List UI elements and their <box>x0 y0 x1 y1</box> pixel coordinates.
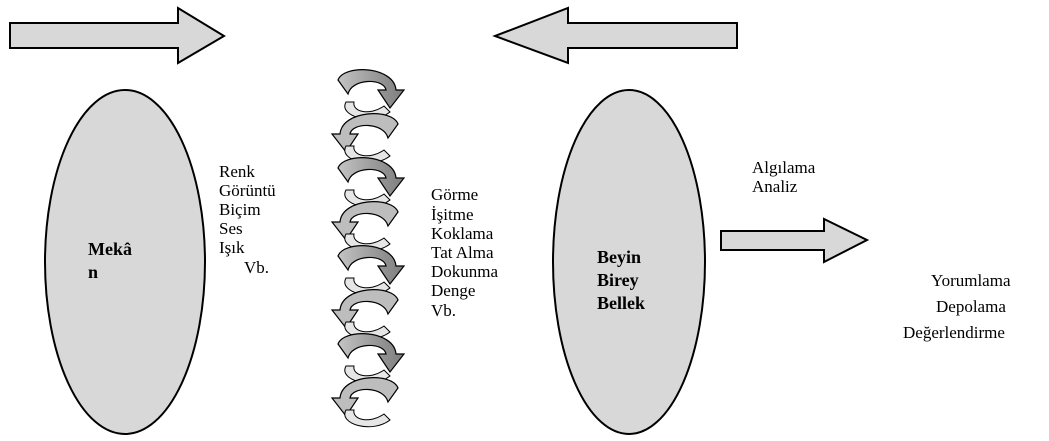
memory-label: Bellek <box>597 292 645 315</box>
top-right-arrow <box>10 8 224 63</box>
space-label-line1: Mekâ <box>88 238 132 261</box>
sense-touch: Dokunma <box>431 262 498 281</box>
stimulus-light: Işık <box>219 238 245 257</box>
chain-segment-arrow <box>332 202 398 240</box>
stimulus-image: Görüntü <box>219 181 276 200</box>
chain-segment-arrow <box>332 114 398 152</box>
outcome-interpretation: Yorumlama <box>931 271 1011 290</box>
chain-segment-back <box>345 410 390 427</box>
sensory-chain <box>332 70 404 427</box>
stimulus-etc: Vb. <box>244 258 269 277</box>
sense-smell: Koklama <box>431 224 493 243</box>
brain-label: Beyin <box>597 246 641 269</box>
stimulus-color: Renk <box>219 162 255 181</box>
analysis-label: Analiz <box>752 177 797 196</box>
stimulus-sound: Ses <box>219 219 243 238</box>
sense-balance: Denge <box>431 281 475 300</box>
sense-taste: Tat Alma <box>431 243 494 262</box>
space-ellipse <box>45 90 205 434</box>
sense-sight: Görme <box>431 185 478 204</box>
output-arrow <box>721 219 867 262</box>
sense-hearing: İşitme <box>431 205 474 224</box>
outcome-evaluation: Değerlendirme <box>903 323 1005 342</box>
sense-etc: Vb. <box>431 301 456 320</box>
perception-label: Algılama <box>752 158 815 177</box>
stimulus-form: Biçim <box>219 200 261 219</box>
space-label-line2: n <box>88 261 98 284</box>
chain-segment-arrow <box>332 290 398 328</box>
individual-label: Birey <box>597 269 639 292</box>
chain-segment-arrow <box>332 378 398 416</box>
outcome-storage: Depolama <box>936 297 1006 316</box>
top-left-arrow <box>495 8 737 63</box>
